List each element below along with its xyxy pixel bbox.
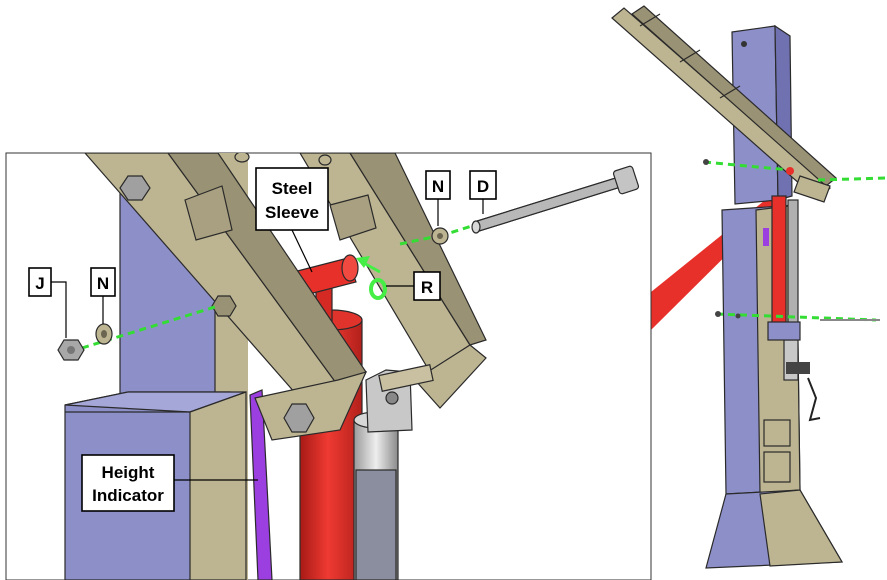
steel-sleeve-line1: Steel: [272, 179, 313, 198]
label-j-text: J: [35, 274, 44, 293]
washer-r: [369, 278, 387, 300]
label-n-right: N: [425, 170, 451, 226]
label-height-indicator: Height Indicator: [81, 454, 258, 512]
label-n-left: N: [90, 267, 116, 324]
steel-sleeve-line2: Sleeve: [265, 203, 319, 222]
overview-boom: [611, 7, 831, 201]
lower-nut: [283, 403, 315, 433]
label-d: D: [469, 170, 497, 214]
label-r: R: [386, 271, 441, 301]
top-nut: [119, 175, 151, 201]
bolt-d: [471, 165, 640, 234]
label-steel-sleeve: Steel Sleeve: [255, 167, 329, 273]
label-d-text: D: [477, 177, 489, 196]
detail-view: Steel Sleeve N D J N: [5, 152, 652, 580]
label-j: J: [28, 267, 67, 338]
label-r-text: R: [421, 278, 433, 297]
label-n-left-text: N: [97, 274, 109, 293]
label-n-right-text: N: [432, 177, 444, 196]
alignment-line-right: [399, 234, 439, 246]
left-beam: [84, 153, 368, 441]
overview-assembly: [611, 5, 887, 569]
height-indicator-line1: Height: [102, 463, 155, 482]
hole-marker: [211, 295, 237, 317]
height-indicator-line2: Indicator: [92, 486, 164, 505]
overview-cylinder: [771, 195, 787, 327]
height-indicator-strip: [249, 389, 273, 580]
